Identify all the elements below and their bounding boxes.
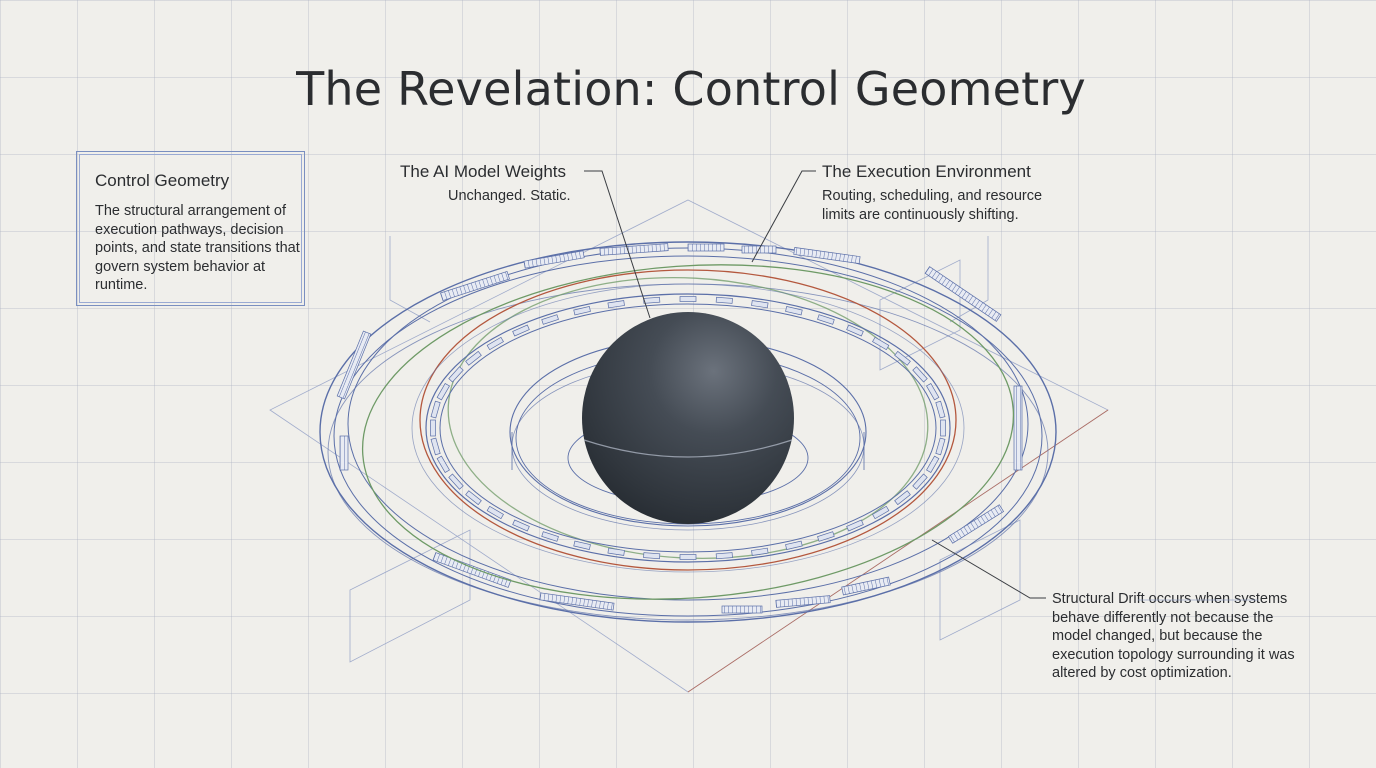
- definition-box: Control Geometry The structural arrangem…: [76, 151, 305, 306]
- outer-ring-segments: [336, 243, 1023, 614]
- ring-dash: [872, 336, 890, 351]
- ring-dash: [935, 437, 946, 456]
- ring-middle-halo: [411, 283, 965, 573]
- execution-environment-heading: The Execution Environment: [822, 162, 1031, 181]
- ring-dash: [894, 350, 911, 366]
- ring-dash: [573, 306, 591, 316]
- ring-outer-1: [319, 241, 1057, 623]
- ring-dash: [512, 324, 530, 337]
- ring-dash: [465, 350, 482, 366]
- ring-dash: [679, 296, 697, 302]
- ring-middle-outer: [425, 293, 951, 563]
- ring-dash: [607, 300, 625, 309]
- segment: [775, 595, 831, 608]
- segment: [599, 243, 669, 256]
- ring-dash: [512, 519, 530, 532]
- segment: [687, 243, 725, 252]
- model-weights-leader: [584, 170, 651, 319]
- right-plane-edge: [949, 236, 989, 323]
- ring-dash: [912, 366, 928, 383]
- ring-dash: [430, 400, 441, 419]
- ring-dash: [679, 554, 697, 560]
- ring-dash: [785, 306, 803, 316]
- definition-heading: Control Geometry: [95, 171, 230, 190]
- outer-rings: [319, 241, 1057, 623]
- ring-dash: [751, 547, 769, 556]
- green-orbit: [361, 264, 1015, 600]
- ring-dash: [486, 336, 504, 351]
- ring-outer-2: [333, 255, 1043, 617]
- ring-dash: [846, 519, 864, 532]
- ring-dash: [715, 552, 733, 560]
- ring-middle-inner: [439, 303, 937, 553]
- ring-dash: [541, 314, 559, 325]
- ring-dash: [643, 552, 661, 560]
- segment: [432, 552, 512, 588]
- ring-dash: [541, 531, 559, 542]
- ring-dash: [940, 419, 946, 437]
- ring-dash: [465, 490, 482, 506]
- red-diagonal: [687, 409, 1109, 693]
- segment: [523, 250, 585, 269]
- model-weights-heading: The AI Model Weights: [400, 162, 566, 181]
- structural-drift-note: Structural Drift occurs when systems beh…: [1052, 591, 1295, 682]
- left-vertical-panel: [349, 529, 471, 663]
- segment: [793, 247, 861, 264]
- ring-dash: [751, 300, 769, 309]
- ring-dash: [935, 400, 946, 419]
- ring-dash: [912, 473, 928, 490]
- segment: [440, 270, 510, 302]
- ring-dash: [817, 314, 835, 325]
- segment: [1013, 385, 1023, 471]
- ring-dash: [430, 419, 436, 437]
- ring-dash: [846, 324, 864, 337]
- ring-dash: [436, 383, 450, 401]
- ring-dash: [872, 505, 890, 520]
- middle-ring-dashes: [430, 296, 946, 560]
- leader-lines: [584, 170, 1046, 599]
- segment: [721, 605, 763, 614]
- ring-dash: [926, 455, 940, 473]
- definition-body: The structural arrangement of execution …: [95, 203, 300, 294]
- segment: [539, 592, 615, 611]
- ring-dash: [817, 531, 835, 542]
- segment: [924, 266, 1002, 322]
- segment: [336, 330, 372, 400]
- ring-dash: [926, 383, 940, 401]
- left-plane-edge: [389, 236, 431, 323]
- sphere-equator: [583, 439, 793, 458]
- segment: [841, 576, 891, 596]
- ring-dash: [715, 296, 733, 304]
- ring-dash: [573, 540, 591, 550]
- model-weights-subtext: Unchanged. Static.: [448, 188, 571, 204]
- red-orbit: [419, 269, 957, 571]
- ring-dash: [785, 540, 803, 550]
- sphere-body: [582, 312, 794, 524]
- execution-environment-leader: [751, 170, 816, 263]
- upper-right-panel: [879, 259, 961, 371]
- ring-dash: [486, 505, 504, 520]
- structural-drift-leader: [931, 539, 1046, 599]
- segment: [947, 504, 1005, 544]
- page-title: The Revelation: Control Geometry: [296, 62, 1086, 116]
- ring-dash: [448, 366, 464, 383]
- ring-dash: [643, 296, 661, 304]
- ring-dash: [607, 547, 625, 556]
- middle-ring: [411, 283, 965, 573]
- segment: [339, 435, 349, 471]
- ring-dash: [894, 490, 911, 506]
- ring-dash: [448, 473, 464, 490]
- ring-dash: [430, 437, 441, 456]
- red-construction: [687, 409, 1109, 693]
- execution-environment-subtext: Routing, scheduling, and resource limits…: [822, 188, 1043, 223]
- ring-dash: [436, 455, 450, 473]
- model-sphere: [582, 312, 794, 524]
